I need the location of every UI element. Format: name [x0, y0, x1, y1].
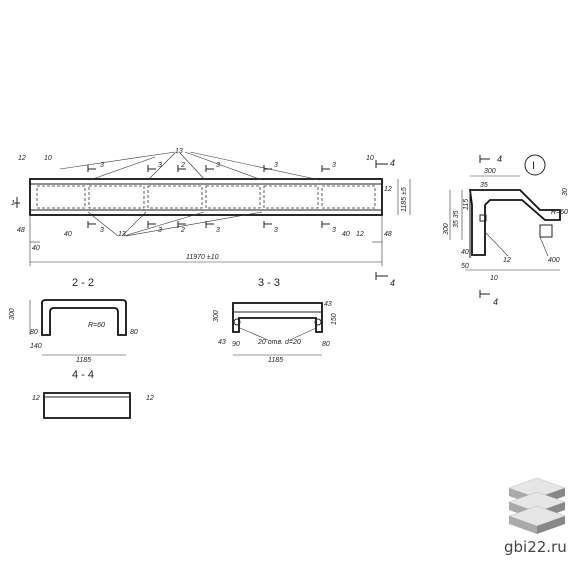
section-3-3-bar: [314, 318, 322, 326]
detail-40: 40: [461, 249, 469, 256]
height-right-label: 1185 ±5: [401, 187, 408, 212]
callout-12-left: 12: [18, 155, 26, 162]
detail-400: 400: [548, 257, 560, 264]
section-2-2-300: 300: [9, 308, 16, 320]
section-2-2: 2 - 2 300 80 80 140 R=60 1185: [9, 277, 138, 364]
section-2-2-profile: [41, 299, 127, 336]
plan-view: 13 13 12 12 12 10 10 40 40 48 48 3 3 2 3…: [11, 148, 411, 288]
section-3-3-90: 90: [232, 341, 240, 348]
stacked-slabs-logo: [508, 477, 566, 534]
section-2-label: 2: [180, 162, 185, 169]
callout-13-bottom: 13: [118, 231, 126, 238]
section-3-3-80: 80: [322, 341, 330, 348]
detail-section-arrows: [479, 155, 490, 298]
section-3-3-leader: [289, 327, 317, 341]
detail-profile: [468, 189, 561, 256]
detail-I-circle: [524, 154, 546, 176]
detail-leader: [484, 231, 509, 257]
detail-35: 35: [480, 182, 488, 189]
section-3-label: 3: [158, 162, 162, 169]
section-3-label: 3: [100, 162, 104, 169]
section-2-2-title: 2 - 2: [72, 277, 94, 289]
section-3-label: 3: [332, 227, 336, 234]
section-1-label: 1: [11, 200, 15, 207]
leader-lines-bottom: [87, 211, 263, 237]
section-3-3-43: 43: [324, 301, 332, 308]
section-2-2-140: 140: [30, 343, 42, 350]
section-2-2-radius: R=60: [88, 322, 105, 329]
callout-13-top: 13: [175, 148, 183, 155]
section-3-3-width: 1185: [268, 357, 283, 364]
slab-outline: [29, 178, 383, 216]
detail-12: 12: [503, 257, 511, 264]
section-3-3-bar: [233, 318, 241, 326]
callout-10-left: 10: [44, 155, 52, 162]
section-3-label: 3: [158, 227, 162, 234]
detail-radius: R=60: [551, 209, 568, 216]
detail-10: 10: [490, 275, 498, 282]
section-3-3: 3 - 3 300 150 43 43 90 80 20 отв. d=20 1…: [213, 277, 338, 364]
section-2-label: 2: [180, 227, 185, 234]
section-arrows-top: [87, 165, 330, 172]
section-2-2-80-right: 80: [130, 329, 138, 336]
callout-40-left: 40: [64, 231, 72, 238]
detail-section-4-top: 4: [497, 154, 502, 164]
callout-12-bottom: 12: [356, 231, 364, 238]
detail-50: 50: [461, 263, 469, 270]
section-3-3-leader: [239, 327, 269, 341]
section-2-2-80-left: 80: [30, 329, 38, 336]
section-1-marker: [14, 197, 20, 208]
section-4-label-bottom: 4: [390, 278, 395, 288]
section-4-4-profile: [43, 392, 131, 419]
section-3-label: 3: [332, 162, 336, 169]
detail-300-top: 300: [484, 168, 496, 175]
rib-cell: [205, 185, 261, 209]
section-4-4-right-12: 12: [146, 395, 154, 402]
detail-I: I 4 4 300 35 300 35 35 115 30 R=60 40 50…: [443, 154, 569, 307]
detail-bar-right: [539, 224, 553, 238]
section-3-3-title: 3 - 3: [258, 277, 280, 289]
section-3-label: 3: [274, 227, 278, 234]
section-3-3-43-left: 43: [218, 339, 226, 346]
detail-115: 115: [463, 199, 470, 210]
rib-cell: [88, 185, 145, 209]
detail-300-left: 300: [443, 223, 450, 235]
callout-12-right: 12: [384, 186, 392, 193]
section-4-4: 4 - 4 12 12: [32, 369, 154, 419]
section-3-3-holes: 20 отв. d=20: [257, 339, 301, 346]
callout-48-left: 48: [17, 227, 25, 234]
overall-length: 11970 ±10: [186, 254, 219, 261]
detail-30: 30: [562, 188, 569, 196]
section-4-4-left-12: 12: [32, 395, 40, 402]
leader-lines-top: [59, 151, 321, 181]
rib-cell: [321, 185, 376, 209]
section-3-label: 3: [216, 227, 220, 234]
section-3-label: 3: [274, 162, 278, 169]
callout-48-right: 48: [384, 231, 392, 238]
section-3-3-300: 300: [213, 310, 220, 322]
dim-40-label: 40: [32, 245, 40, 252]
detail-section-4-bottom: 4: [493, 297, 498, 307]
section-arrows-bottom: [87, 221, 330, 228]
callout-40-right: 40: [342, 231, 350, 238]
section-4-4-title: 4 - 4: [72, 369, 94, 381]
detail-35-35: 35 35: [453, 210, 460, 228]
rib-cell: [36, 185, 86, 209]
section-2-2-width: 1185: [76, 357, 91, 364]
callout-10-right: 10: [366, 155, 374, 162]
section-3-label: 3: [100, 227, 104, 234]
section-3-3-profile: [232, 302, 323, 333]
section-3-label: 3: [216, 162, 220, 169]
rib-cell: [263, 185, 319, 209]
rib-cell: [147, 185, 203, 209]
watermark-text: gbi22.ru: [504, 538, 567, 556]
section-4-label-top: 4: [390, 158, 395, 168]
section-4-arrows: [375, 160, 388, 280]
detail-I-label: I: [532, 160, 535, 172]
section-3-3-150: 150: [331, 313, 338, 325]
detail-leader-right: [539, 236, 549, 257]
detail-bar: [479, 214, 487, 222]
